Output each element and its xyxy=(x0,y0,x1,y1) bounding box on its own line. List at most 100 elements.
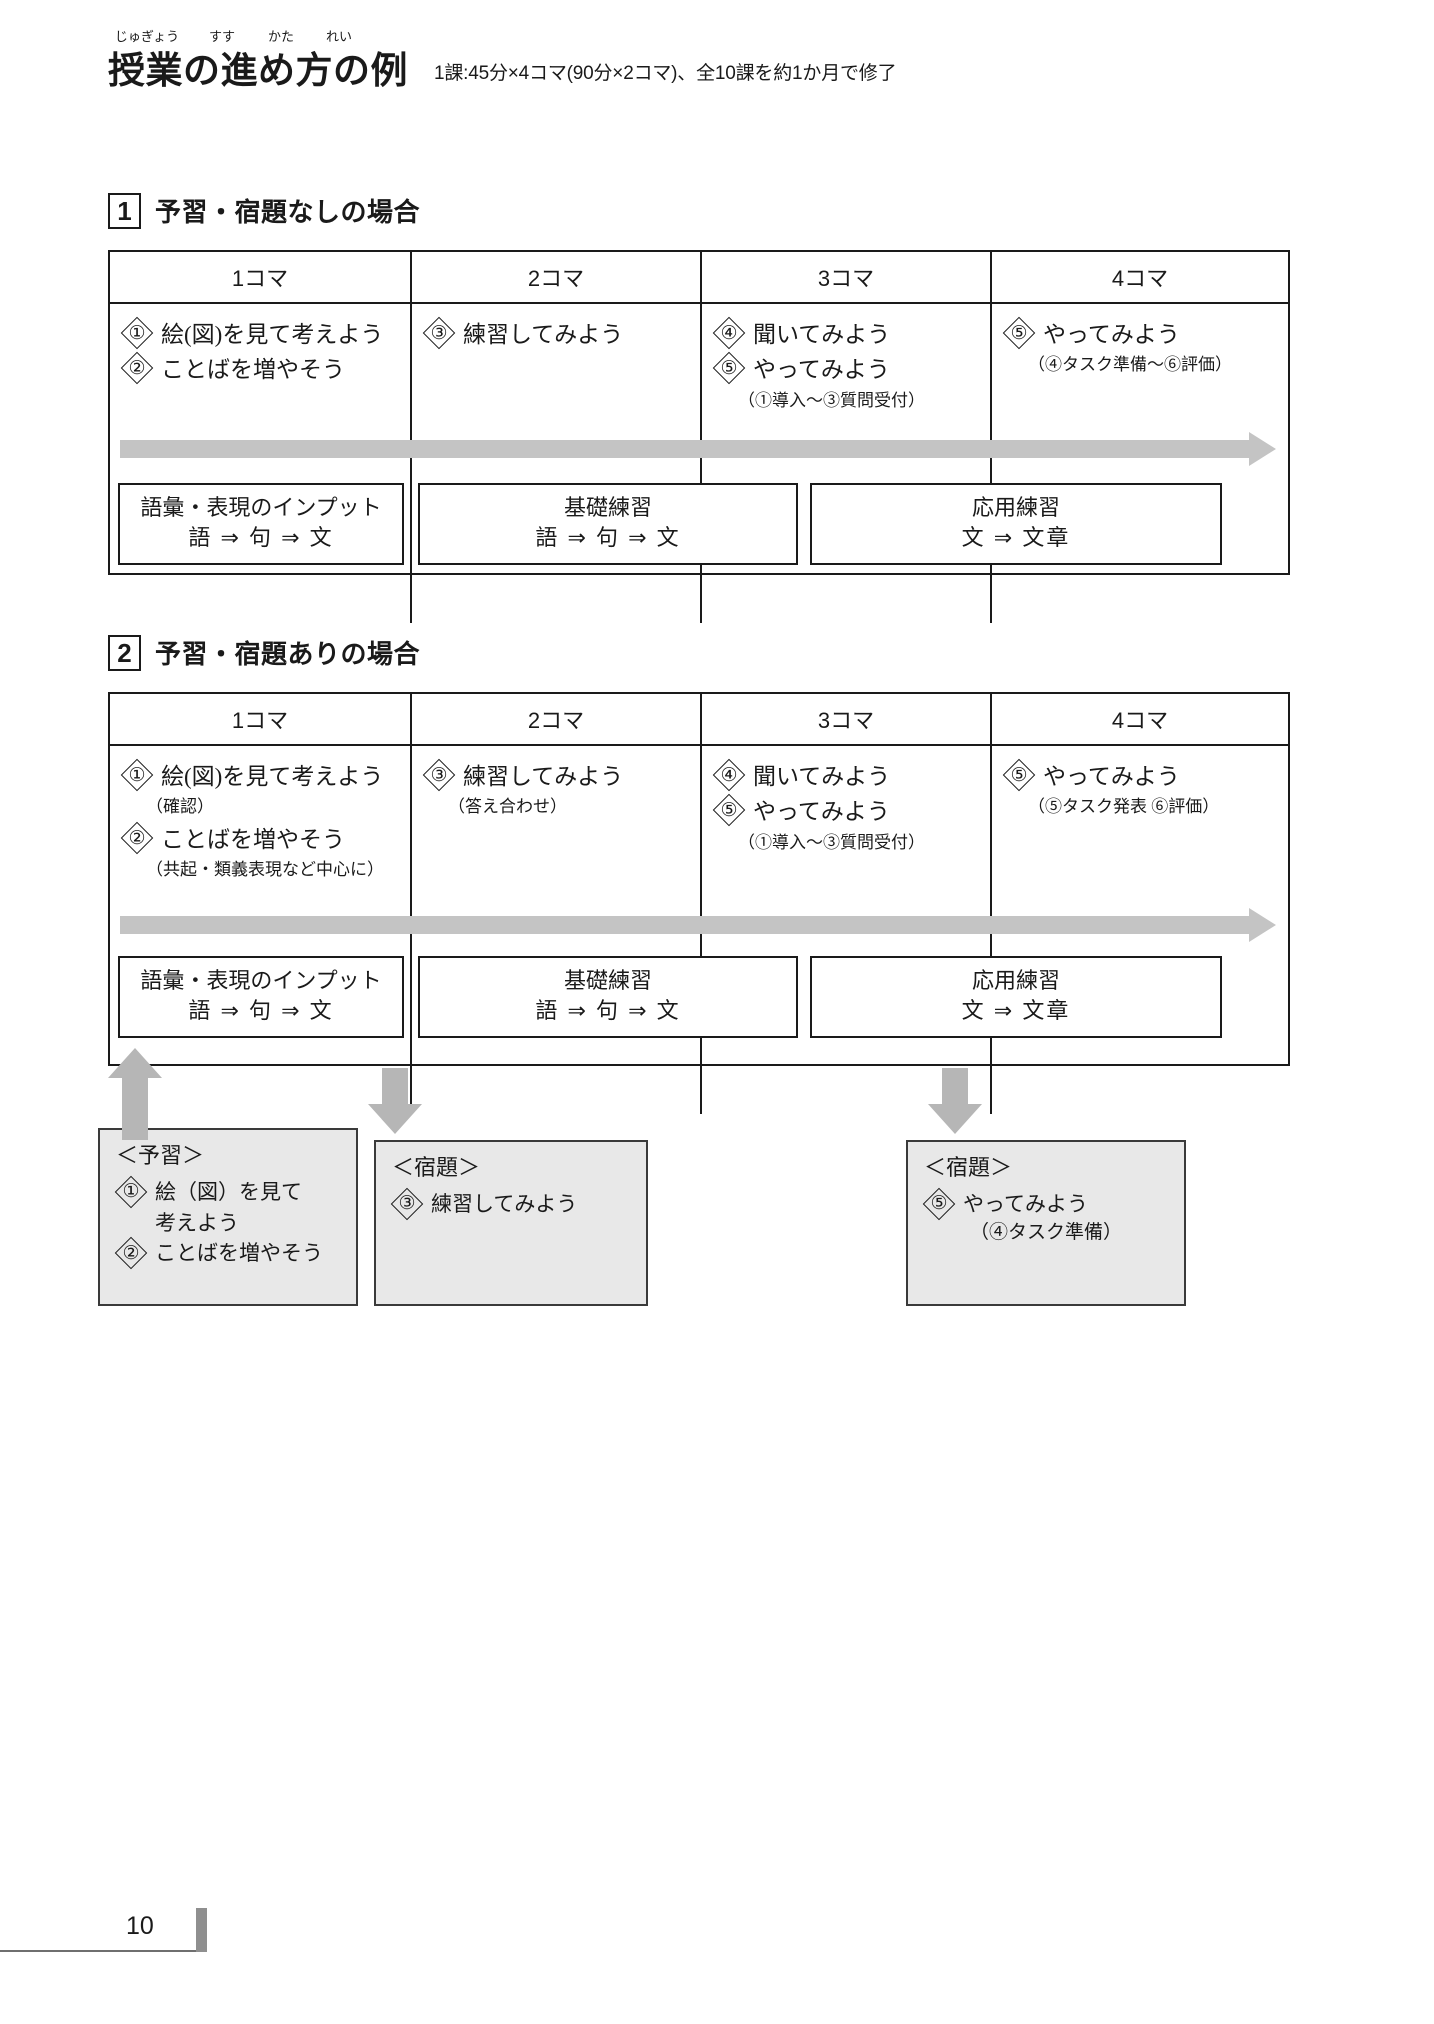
page-title-block: じゅぎょう すす かた れい 授業の進め方の例 1課:45分×4コマ(90分×2… xyxy=(108,30,897,91)
page-title: じゅぎょう すす かた れい 授業の進め方の例 xyxy=(108,30,408,91)
callout-item: ① 絵（図）を見て xyxy=(116,1177,342,1207)
stage-flow: 語 ⇒ 句 ⇒ 文 xyxy=(188,998,334,1024)
stage-title: 応用練習 xyxy=(971,967,1060,993)
schedule-table-1: 1コマ 2コマ 3コマ 4コマ ① 絵(図)を見て考えよう ② ことばを増やそう… xyxy=(108,250,1290,623)
task-item: ⑤ やってみよう xyxy=(1004,318,1278,351)
diamond-marker-icon: ⑤ xyxy=(1004,318,1034,348)
title-furigana: じゅぎょう すす かた れい xyxy=(110,30,410,44)
callout-homework-1: ＜宿題＞ ③ 練習してみよう xyxy=(374,1140,648,1306)
callout-item: ⑤ やってみよう xyxy=(924,1189,1170,1219)
task-note: （確認） xyxy=(146,797,214,817)
callout-note: （④タスク準備） xyxy=(970,1222,1123,1244)
table-2-cell-3: ④ 聞いてみよう ⑤ やってみよう （①導入〜③質問受付） xyxy=(702,746,992,940)
callout-title: ＜宿題＞ xyxy=(924,1155,1013,1180)
diamond-marker-icon: ④ xyxy=(714,760,744,790)
section-heading-2: 2 予習・宿題ありの場合 xyxy=(108,634,420,671)
table-2-header-row: 1コマ 2コマ 3コマ 4コマ xyxy=(110,694,1288,746)
stage-flow: 文 ⇒ 文章 xyxy=(961,998,1071,1024)
task-item: ③ 練習してみよう xyxy=(424,760,690,793)
task-item: ④ 聞いてみよう xyxy=(714,760,980,793)
stage-box-2-3: 応用練習 文 ⇒ 文章 xyxy=(810,956,1222,1038)
diamond-marker-icon: ④ xyxy=(714,318,744,348)
furigana-2: すす xyxy=(208,29,235,44)
stage-box-1-3: 応用練習 文 ⇒ 文章 xyxy=(810,483,1222,565)
schedule-table-2: 1コマ 2コマ 3コマ 4コマ ① 絵(図)を見て考えよう （確認） ② ことば… xyxy=(108,692,1290,1114)
table-1-task-row: ① 絵(図)を見て考えよう ② ことばを増やそう ③ 練習してみよう ④ 聞いて… xyxy=(110,304,1288,450)
task-label: ことばを増やそう xyxy=(161,357,345,383)
stage-box-2-1: 語彙・表現のインプット 語 ⇒ 句 ⇒ 文 xyxy=(118,956,404,1038)
section-title-2: 予習・宿題ありの場合 xyxy=(155,639,421,669)
connector-shaft-homework-1 xyxy=(382,1068,408,1110)
task-item: ④ 聞いてみよう xyxy=(714,318,980,351)
task-note: （共起・類義表現など中心に） xyxy=(146,860,384,880)
callout-item: ③ 練習してみよう xyxy=(392,1189,632,1219)
stage-flow: 語 ⇒ 句 ⇒ 文 xyxy=(535,998,681,1024)
progress-arrow-2 xyxy=(120,916,1250,934)
furigana-1: じゅぎょう xyxy=(114,29,180,44)
task-note: （答え合わせ） xyxy=(448,797,567,817)
callout-title: ＜宿題＞ xyxy=(392,1155,481,1180)
diamond-marker-icon: ⑤ xyxy=(714,353,744,383)
callout-preview: ＜予習＞ ① 絵（図）を見て 考えよう ② ことばを増やそう xyxy=(98,1128,358,1306)
table-1-cell-1: ① 絵(図)を見て考えよう ② ことばを増やそう xyxy=(110,304,412,450)
connector-shaft-homework-2 xyxy=(942,1068,968,1110)
task-item: ① 絵(図)を見て考えよう xyxy=(122,760,400,793)
page-title-text: 授業の進め方の例 xyxy=(108,50,408,91)
task-label: 練習してみよう xyxy=(463,322,624,347)
task-item: ② ことばを増やそう xyxy=(122,353,400,386)
diamond-marker-icon: ② xyxy=(116,1238,146,1268)
task-note: （①導入〜③質問受付） xyxy=(738,390,925,410)
stage-flow: 語 ⇒ 句 ⇒ 文 xyxy=(188,525,334,551)
task-note: （⑤タスク発表 ⑥評価） xyxy=(1028,797,1220,817)
diamond-marker-icon: ② xyxy=(122,353,152,383)
task-label: やってみよう xyxy=(1043,764,1180,789)
callout-title: ＜予習＞ xyxy=(116,1143,205,1168)
stage-title: 基礎練習 xyxy=(563,967,652,993)
table-2-stage-col-1 xyxy=(110,940,412,1114)
diamond-marker-icon: ① xyxy=(116,1177,146,1207)
table-1-cell-4: ⑤ やってみよう （④タスク準備〜⑥評価） xyxy=(992,304,1288,450)
diamond-marker-icon: ⑤ xyxy=(924,1189,954,1219)
footer-rule xyxy=(0,1950,196,1952)
table-1-cell-3: ④ 聞いてみよう ⑤ やってみよう （①導入〜③質問受付） xyxy=(702,304,992,450)
task-label: やってみよう xyxy=(1043,322,1180,347)
task-note: （①導入〜③質問受付） xyxy=(738,832,925,852)
progress-arrow-1 xyxy=(120,440,1250,458)
table-2-task-row: ① 絵(図)を見て考えよう （確認） ② ことばを増やそう （共起・類義表現など… xyxy=(110,746,1288,940)
stage-flow: 文 ⇒ 文章 xyxy=(961,525,1071,551)
page-number: 10 xyxy=(126,1912,154,1940)
task-label: 練習してみよう xyxy=(463,764,624,789)
connector-shaft-preview xyxy=(122,1075,148,1140)
task-label: ことばを増やそう xyxy=(161,827,345,853)
table-1-stage-col-1 xyxy=(110,450,412,623)
table-2-cell-1: ① 絵(図)を見て考えよう （確認） ② ことばを増やそう （共起・類義表現など… xyxy=(110,746,412,940)
table-1-col-header-1: 1コマ xyxy=(110,252,412,302)
task-item: ⑤ やってみよう xyxy=(1004,760,1278,793)
diamond-marker-icon: ⑤ xyxy=(1004,760,1034,790)
arrow-down-icon-homework-2 xyxy=(928,1104,982,1134)
task-item: ② ことばを増やそう xyxy=(122,823,400,856)
task-label: 絵(図)を見て考えよう xyxy=(161,764,384,789)
stage-title: 語彙・表現のインプット xyxy=(140,494,382,520)
section-number-2: 2 xyxy=(108,634,141,671)
arrow-down-icon-homework-1 xyxy=(368,1104,422,1134)
table-2-col-header-1: 1コマ xyxy=(110,694,412,744)
task-label: 絵(図)を見て考えよう xyxy=(161,322,384,347)
callout-homework-2: ＜宿題＞ ⑤ やってみよう （④タスク準備） xyxy=(906,1140,1186,1306)
task-item: ① 絵(図)を見て考えよう xyxy=(122,318,400,351)
page-subtitle: 1課:45分×4コマ(90分×2コマ)、全10課を約1か月で修了 xyxy=(434,62,897,84)
task-label: 聞いてみよう xyxy=(753,322,891,347)
callout-label: 練習してみよう xyxy=(431,1191,578,1216)
section-heading-1: 1 予習・宿題なしの場合 xyxy=(108,192,420,229)
callout-label: 絵（図）を見て xyxy=(155,1179,302,1204)
table-1-col-header-4: 4コマ xyxy=(1111,266,1169,291)
task-item: ⑤ やってみよう xyxy=(714,353,980,386)
table-1-header-row: 1コマ 2コマ 3コマ 4コマ xyxy=(110,252,1288,304)
table-1-col-header-2: 2コマ xyxy=(412,252,702,302)
stage-box-2-2: 基礎練習 語 ⇒ 句 ⇒ 文 xyxy=(418,956,798,1038)
stage-title: 語彙・表現のインプット xyxy=(140,967,382,993)
table-2-col-header-3: 3コマ xyxy=(702,694,992,744)
callout-label: やってみよう xyxy=(963,1191,1088,1216)
diamond-marker-icon: ⑤ xyxy=(714,795,744,825)
table-1-col-header-3: 3コマ xyxy=(702,252,992,302)
